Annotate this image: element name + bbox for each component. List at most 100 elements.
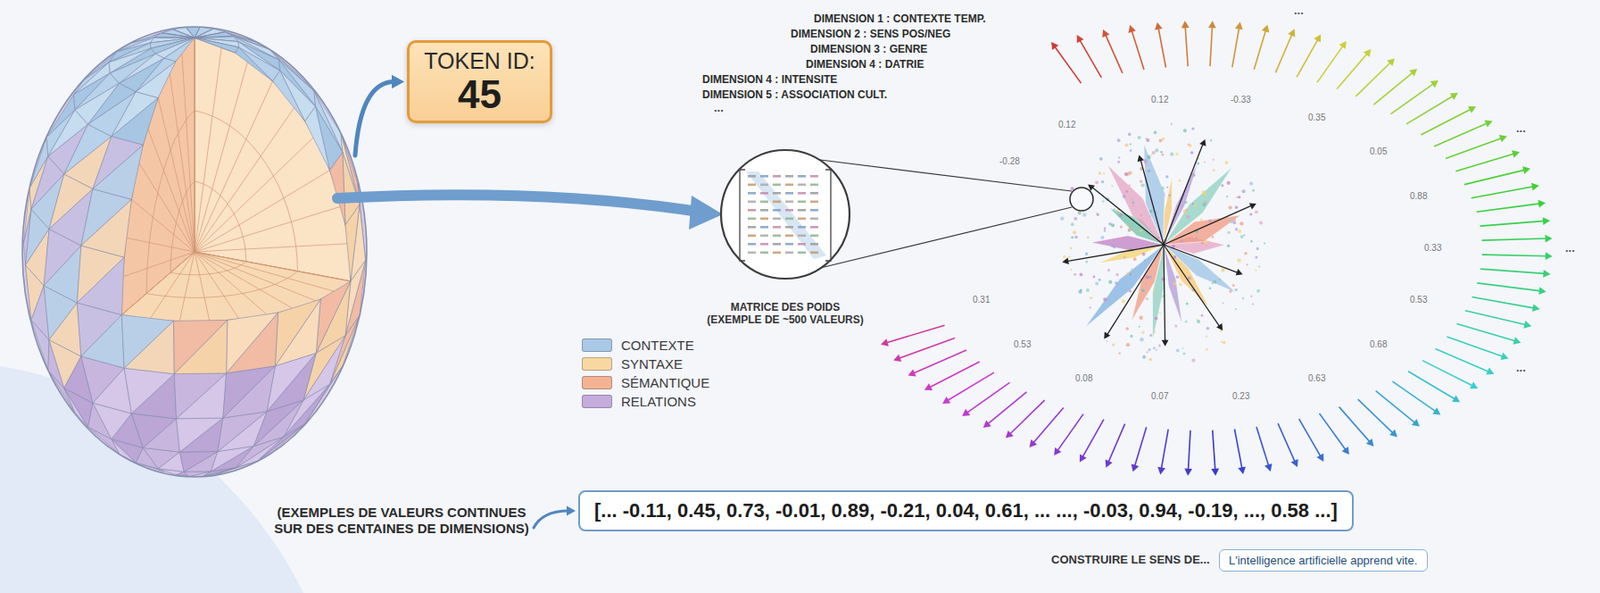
ray-head [1079,454,1087,463]
embedding-dot [1069,246,1073,249]
matrix-bracket [825,169,831,261]
ray-head [1287,28,1295,37]
legend-text: SYNTAXE [621,356,683,372]
dimension-ray [1476,203,1541,212]
embedding-dot [1159,139,1163,143]
embedding-dot [1187,143,1190,146]
embedding-dot [1209,287,1212,291]
weight-value-holder: -0.33 [1228,94,1253,106]
zoom-line [812,158,1072,191]
embedding-dot [1146,350,1149,353]
weight-value: 0.12 [1149,94,1170,106]
matrix-cell [747,200,756,204]
embedding-dot [1086,236,1089,239]
matrix-cell [772,183,781,187]
embedding-dot [1138,325,1141,328]
embedding-dot [1070,186,1075,191]
matrix-cell [772,225,781,229]
cutaway-plane [194,37,351,282]
embedding-dot [1101,180,1104,183]
matrix-cell [772,234,781,238]
embedding-dot [1243,251,1247,255]
sphere-facet [194,37,240,53]
matrix-cell [772,191,781,195]
dimension-ray [1212,430,1216,471]
embedding-dot [1138,290,1142,293]
dimension-ray [1299,418,1322,457]
ray-head [1409,68,1418,76]
legend-row: CONTEXTE [581,335,710,355]
dimension-ray [1232,27,1240,68]
dimension-ray [1317,45,1344,83]
dimension-ray [1374,72,1414,105]
embedding-dot [1192,202,1194,205]
dimension-ray [1277,422,1295,462]
input-sentence: L'intelligence artificielle apprend vite… [1228,553,1418,567]
ray-head [1430,80,1439,88]
cutaway-radial [194,251,294,309]
ray-head [1542,216,1551,225]
embedding-dot [1181,273,1184,276]
dimension-ray [1256,426,1269,466]
embedding-dot [1263,242,1266,245]
ellipsis: ... [1514,360,1528,375]
cutaway-radial [194,170,331,252]
embedding-dot [1139,229,1143,233]
matrix-caption: MATRICE DES POIDS (EXEMPLE DE ~500 VALEU… [705,300,865,327]
sphere-facet [194,28,214,38]
sphere-facet [49,302,82,357]
weight-value-holder: 0.63 [1306,373,1327,384]
embedding-dot [1201,314,1204,317]
ray-head [1261,24,1270,34]
dimension-label: DIMENSION 4 : DATRIE [805,58,924,71]
embedding-dot [1254,256,1258,259]
ray-head [1450,92,1459,100]
background-blob [0,365,304,593]
cutaway-radial [194,251,240,319]
ray-head [924,382,933,390]
dimension-label: DIMENSION 3 : GENRE [810,42,928,56]
burst-petal [1090,235,1164,251]
embedding-dot [1113,246,1116,249]
embedding-dot [1212,158,1215,161]
embedding-dot [1141,182,1145,187]
weight-value-holder: 0.53 [1408,294,1429,306]
cutaway-arc [194,181,247,262]
axis-head [1161,339,1169,347]
embedding-dot [1235,227,1238,231]
embedding-dot [1254,268,1257,271]
dimension-ray [1434,123,1488,147]
embedding-dot [1122,194,1127,199]
callout-arrows [355,74,576,528]
matrix-cell [772,200,781,204]
matrix-bracket [739,169,746,261]
matrix-cell [760,191,769,195]
embedding-dot [1128,183,1131,186]
embedding-dot [1238,229,1243,233]
embedding-dot [1185,200,1188,204]
axis-line [1163,244,1166,342]
embedding-dot [1074,235,1078,240]
embedding-dot [1201,241,1204,245]
cutaway-radial [179,251,195,322]
big-arrow-head [688,195,723,230]
ray-head [1154,22,1163,31]
legend-row: SÉMANTIQUE [581,373,710,392]
ray-head [1469,381,1478,390]
ray-head [1157,466,1166,475]
sentence-box: L'intelligence artificielle apprend vite… [1218,548,1428,572]
sphere-facet [124,367,175,414]
weight-value-holder: 0.53 [1011,339,1033,350]
embedding-dot [1226,195,1229,199]
embedding-dot [1150,154,1153,157]
matrix-cell [797,225,806,229]
matrix-cell [797,208,806,212]
sphere-facet [315,281,351,353]
dimension-ray [1446,336,1503,357]
embedding-dot [1196,162,1200,166]
legend-swatch [581,338,613,352]
dimension-ray [912,349,967,374]
embedding-dot [1143,158,1147,163]
legend-swatch [581,394,613,408]
matrix-lens [721,149,850,279]
